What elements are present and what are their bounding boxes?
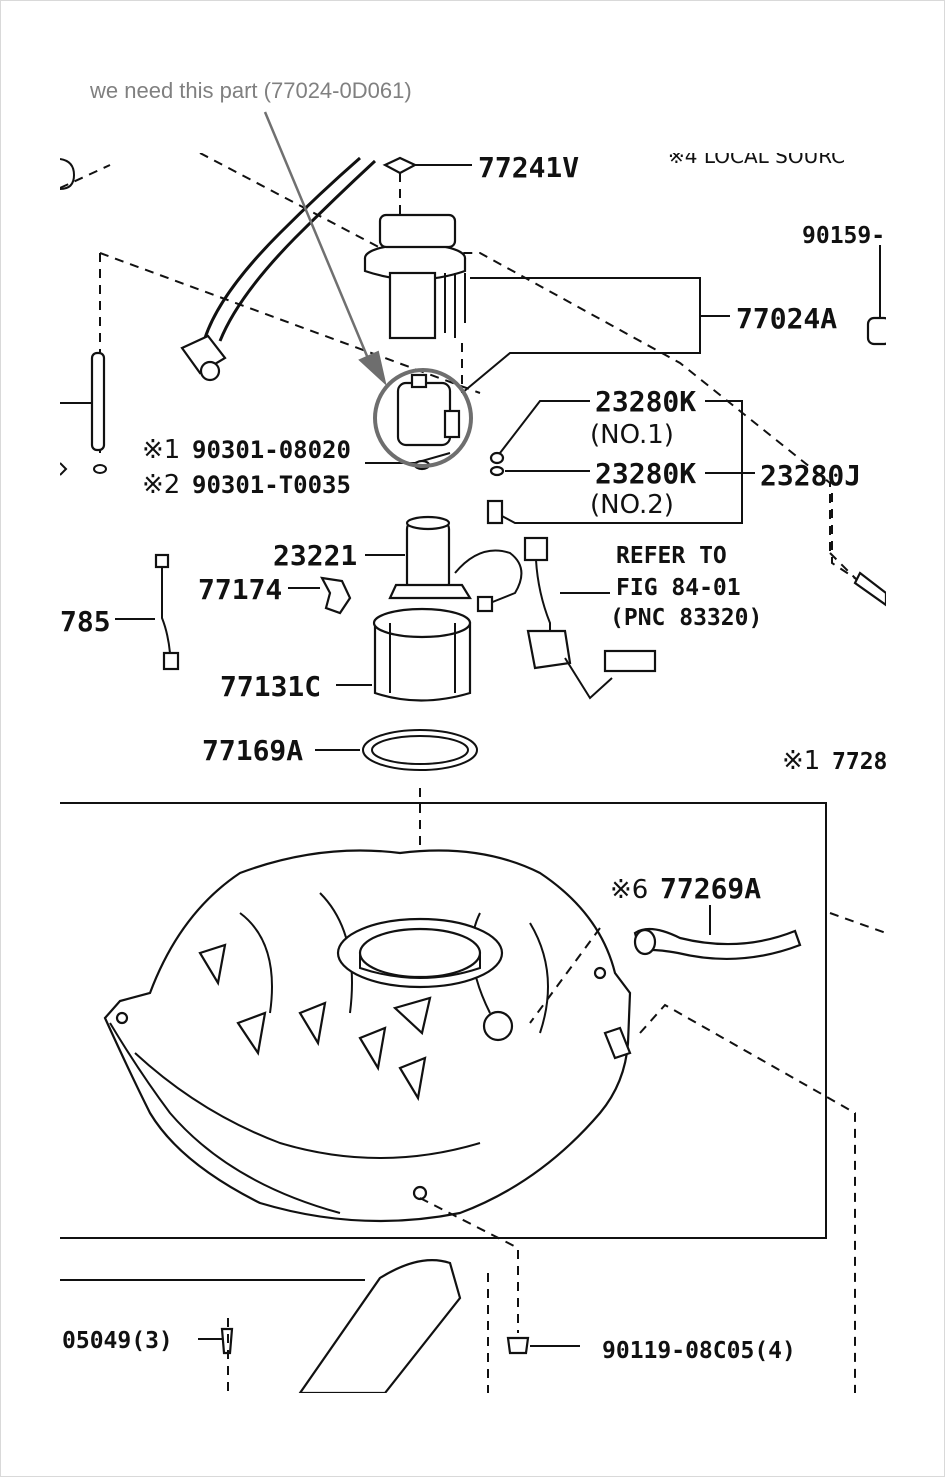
- clip-77241v: [382, 156, 418, 175]
- tank-frame: [60, 802, 827, 1239]
- tank-opening-inner: [358, 927, 482, 979]
- bracket-23280: [499, 400, 743, 524]
- rod-part: [90, 351, 106, 452]
- dashed-guide: [831, 493, 871, 589]
- label-90119: 90119-08C05(4): [602, 1338, 796, 1364]
- top-right-note: ※4 LOCAL SOURC: [668, 153, 845, 168]
- label-77131c: 77131C: [220, 670, 321, 703]
- tank-arrow-mark: [298, 1001, 327, 1047]
- fuel-pump-part: [396, 381, 452, 447]
- parts-diagram: ※4 LOCAL SOURC 77241V 90159- 770: [60, 153, 886, 1393]
- fuel-pump-outlet: [410, 373, 428, 389]
- gasket-77169a-inner: [371, 735, 469, 765]
- fitting-23280: [486, 499, 504, 525]
- mark-7728: ※1: [782, 746, 820, 776]
- tank-mount-hole: [412, 1185, 428, 1201]
- dashed-guide: [529, 912, 886, 1024]
- hose-connector-end: [199, 360, 221, 382]
- mark-1: ※1: [142, 435, 180, 465]
- refer-line-3: (PNC 83320): [610, 605, 762, 631]
- dashed-guide: [419, 1197, 519, 1333]
- gauge-wire: [535, 559, 551, 633]
- fuel-hose: [218, 159, 377, 342]
- label-23280k-2: 23280K: [595, 457, 696, 490]
- leader-77024a: [461, 277, 701, 394]
- tank-arrow-mark: [392, 996, 432, 1036]
- label-77169a: 77169A: [202, 734, 303, 767]
- pump-23221-base: [388, 583, 472, 600]
- pump-body: [388, 271, 437, 340]
- label-90301-t0035: 90301-T0035: [192, 471, 351, 499]
- bolt-90119: [506, 1336, 530, 1355]
- hose-77269a: [633, 927, 802, 961]
- refer-line-2: FIG 84-01: [616, 575, 741, 601]
- pump-connector: [378, 213, 457, 249]
- bolt-90159: [866, 316, 886, 346]
- gauge-sender: [526, 629, 572, 670]
- hose-77269a-end: [633, 928, 657, 956]
- mark-6: ※6: [610, 875, 648, 905]
- fuel-pump-connector: [443, 409, 461, 439]
- tank-mount-hole: [115, 1011, 129, 1025]
- heat-shield: [298, 1259, 462, 1393]
- part-fragment: [60, 158, 76, 190]
- tank-arrow-mark: [398, 1056, 427, 1102]
- tank-contour: [109, 1022, 341, 1214]
- label-no2: (NO.2): [590, 490, 674, 520]
- label-77241v: 77241V: [478, 153, 579, 184]
- label-90159: 90159-: [802, 223, 885, 249]
- reservoir-77131c-rim: [372, 607, 472, 639]
- label-no1: (NO.1): [590, 420, 674, 450]
- tank-arrow-mark: [236, 1011, 267, 1056]
- label-90301-08020: 90301-08020: [192, 436, 351, 464]
- gauge-float: [603, 649, 657, 673]
- label-785: 785: [60, 605, 111, 638]
- pump-23221-wire: [454, 549, 523, 604]
- mark-2: ※2: [142, 470, 180, 500]
- oring-no1: [489, 451, 505, 465]
- tank-opening-neck: [359, 953, 481, 979]
- oring-90301: [413, 459, 431, 471]
- oring-no2: [489, 465, 505, 477]
- gauge-connector: [523, 536, 549, 562]
- clamp-77174: [320, 576, 352, 615]
- label-23280j: 23280J: [760, 459, 861, 492]
- label-7728: 7728: [832, 749, 886, 775]
- gauge-arm: [564, 657, 613, 700]
- label-77024a: 77024A: [736, 302, 837, 335]
- leader-line: [499, 400, 590, 454]
- pump-23221-plug: [476, 595, 494, 613]
- clip-ring: [93, 464, 107, 474]
- label-77269a: 77269A: [660, 872, 761, 905]
- sensor-plug: [162, 651, 180, 671]
- tank-contour: [134, 1052, 481, 1159]
- dashed-guide: [639, 1003, 856, 1393]
- label-23280k-1: 23280K: [595, 385, 696, 418]
- gasket-77169a: [362, 729, 478, 771]
- pump-rods: [444, 273, 466, 338]
- sensor-wire: [161, 567, 171, 654]
- pump-23221: [405, 519, 451, 593]
- label-05049: 05049(3): [62, 1328, 173, 1354]
- annotation-text: we need this part (77024-0D061): [90, 78, 412, 103]
- refer-line-1: REFER TO: [616, 543, 727, 569]
- pump-23221-top: [405, 515, 451, 531]
- leader-line: [365, 452, 451, 464]
- tank-filler-port: [482, 1010, 514, 1042]
- dashed-guide: [60, 164, 111, 189]
- tank-arrow-mark: [358, 1026, 387, 1072]
- label-23221: 23221: [273, 539, 357, 572]
- sensor-plug: [154, 553, 170, 569]
- tank-mount-hole: [593, 966, 607, 980]
- tank-arrow-mark: [198, 943, 227, 987]
- fuel-hose: [203, 156, 361, 339]
- tank-fitting: [603, 1026, 632, 1060]
- reservoir-detail: [389, 623, 456, 693]
- parts-diagram-drawing: ※4 LOCAL SOURC 77241V 90159- 770: [60, 153, 886, 1393]
- part-fragment: [60, 462, 68, 476]
- part-fragment: [853, 571, 886, 607]
- label-77174: 77174: [198, 573, 282, 606]
